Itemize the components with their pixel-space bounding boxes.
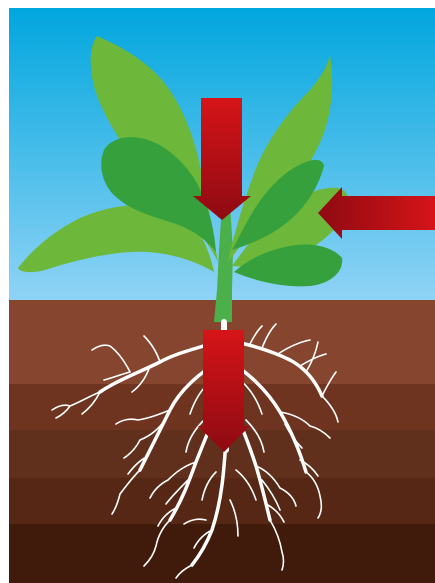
arrow-down-roots: [198, 330, 250, 452]
soil-layer-5: [9, 524, 435, 583]
